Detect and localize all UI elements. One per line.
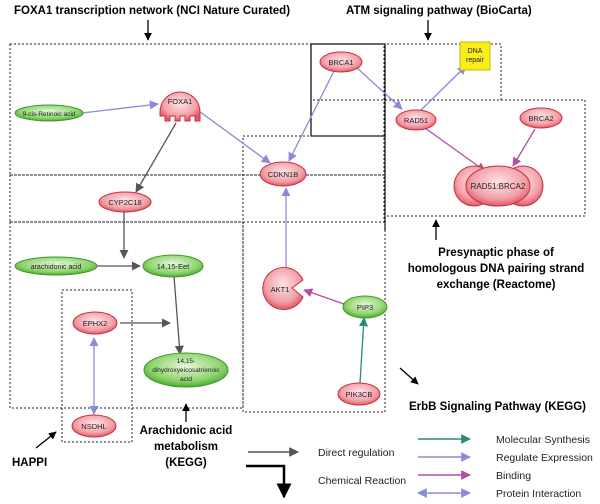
node-rad51[interactable]: RAD51 <box>395 109 437 131</box>
node-retinoic-acid-label: 9-cis-Retinoic acid <box>22 111 75 118</box>
arachidonic-metabolism-box <box>9 221 244 409</box>
node-akt1-label: AKT1 <box>271 285 290 294</box>
edge-pik3cb-pip3 <box>358 317 369 384</box>
edge-rad51-complex <box>424 127 486 172</box>
foxa1-network-box <box>9 43 385 176</box>
node-foxa1-label: FOXA1 <box>168 97 193 106</box>
node-dna-repair-label-1: DNA <box>468 48 483 55</box>
edge-brca1-rad51 <box>354 65 403 110</box>
node-akt1[interactable]: AKT1 <box>262 267 304 310</box>
arachidonic-title-1: Arachidonic acid <box>140 425 233 437</box>
node-brca2[interactable]: BRCA2 <box>519 107 563 129</box>
edge-foxa1-cyp2c18 <box>135 122 177 193</box>
legend-direct-regulation-label: Direct regulation <box>318 447 395 459</box>
edge-retinoic-foxa1 <box>81 100 159 114</box>
node-dhet-label-1: 14,15- <box>177 358 195 365</box>
region-boxes <box>9 43 586 443</box>
happi-box <box>61 289 133 443</box>
legend-chemical-reaction: Chemical Reaction <box>246 464 406 499</box>
node-ephx2[interactable]: EPHX2 <box>72 311 118 335</box>
node-eet-label: 14,15-Eet <box>157 262 190 271</box>
node-cyp2c18[interactable]: CYP2C18 <box>98 191 152 213</box>
node-dhet-label-3: acid <box>180 376 192 383</box>
presynaptic-title-2: homologous DNA pairing strand <box>408 263 585 275</box>
node-dna-repair-label-2: repair <box>466 57 485 64</box>
node-dhet-label-2: dihydroxyeicosatrienoic <box>152 367 220 374</box>
foxa1-network-title: FOXA1 transcription network (NCI Nature … <box>14 5 290 17</box>
legend-regulate-expression-label: Regulate Expression <box>496 452 593 464</box>
legend-regulate-expression: Regulate Expression <box>418 452 593 464</box>
node-cdkn1b-label: CDKN1B <box>268 170 298 179</box>
erbb-pathway-title: ErbB Signaling Pathway (KEGG) <box>409 401 586 413</box>
node-pip3-label: PIP3 <box>357 303 373 312</box>
node-dna-repair[interactable]: DNA repair <box>459 41 491 71</box>
edge-foxa1-cdkn1b <box>191 105 271 164</box>
node-ephx2-label: EPHX2 <box>83 319 108 328</box>
edge-pip3-akt1 <box>303 288 345 305</box>
node-pik3cb[interactable]: PIK3CB <box>337 382 381 406</box>
node-cyp2c18-label: CYP2C18 <box>108 198 141 207</box>
edge-eet-dhet <box>173 275 184 355</box>
node-arachidonic-acid[interactable]: arachidonic acid <box>14 256 98 276</box>
edge-rad51-dnarepair <box>419 65 467 112</box>
edges <box>81 65 536 415</box>
node-rad51-brca2-complex[interactable]: RAD51:BRCA2 <box>453 165 544 207</box>
legend-binding-label: Binding <box>496 470 531 482</box>
happi-title: HAPPI <box>12 457 47 469</box>
node-retinoic-acid[interactable]: 9-cis-Retinoic acid <box>14 104 84 122</box>
node-cdkn1b[interactable]: CDKN1B <box>259 161 307 187</box>
legend-protein-interaction-label: Protein Interaction <box>496 488 581 500</box>
node-nsdhl-label: NSDHL <box>81 422 106 431</box>
presynaptic-title-1: Presynaptic phase of <box>438 247 554 259</box>
legend-chemical-reaction-label: Chemical Reaction <box>318 475 406 487</box>
node-dhet[interactable]: 14,15- dihydroxyeicosatrienoic acid <box>143 352 229 388</box>
node-pip3[interactable]: PIP3 <box>342 295 388 319</box>
happi-title-arrow <box>35 431 57 449</box>
atm-pathway-title: ATM signaling pathway (BioCarta) <box>346 5 532 17</box>
arachidonic-title-3: (KEGG) <box>165 457 207 469</box>
node-foxa1[interactable]: FOXA1 <box>159 91 201 122</box>
legend-molecular-synthesis-label: Molecular Synthesis <box>496 434 590 446</box>
node-eet[interactable]: 14,15-Eet <box>142 254 204 278</box>
node-pik3cb-label: PIK3CB <box>346 390 373 399</box>
node-rad51-label: RAD51 <box>404 116 428 125</box>
legend: Direct regulation Chemical Reaction Mole… <box>246 434 593 500</box>
legend-molecular-synthesis: Molecular Synthesis <box>418 434 590 446</box>
node-nsdhl[interactable]: NSDHL <box>71 414 117 438</box>
node-arachidonic-acid-label: arachidonic acid <box>31 264 82 271</box>
legend-binding: Binding <box>418 470 531 482</box>
node-brca1-label: BRCA1 <box>328 58 353 67</box>
legend-direct-regulation: Direct regulation <box>248 447 395 459</box>
edge-brca1-cdkn1b <box>288 70 335 162</box>
node-brca1[interactable]: BRCA1 <box>319 51 363 73</box>
arachidonic-title-2: metabolism <box>154 441 218 453</box>
edge-brca2-complex <box>512 128 536 167</box>
erbb-title-arrow <box>399 367 419 385</box>
node-brca2-label: BRCA2 <box>528 114 553 123</box>
presynaptic-title-3: exchange (Reactome) <box>437 279 556 291</box>
node-rad51-brca2-label: RAD51:BRCA2 <box>471 182 526 191</box>
cyp-band-box <box>9 174 385 223</box>
legend-protein-interaction: Protein Interaction <box>417 488 581 500</box>
